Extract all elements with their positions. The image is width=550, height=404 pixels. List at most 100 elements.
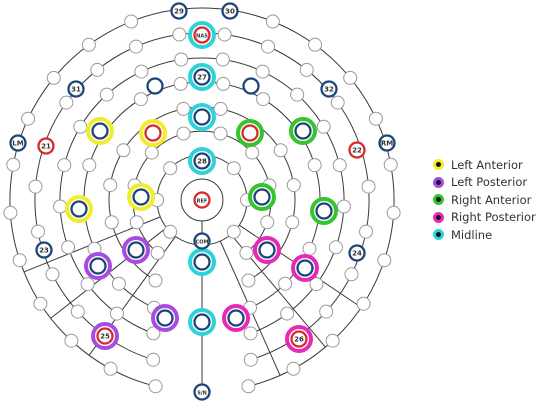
electrode-node — [64, 333, 79, 348]
electrode-ring — [132, 188, 150, 206]
electrode-node — [217, 27, 232, 42]
electrode-node — [61, 240, 76, 255]
electrode-node — [99, 87, 114, 102]
electrode-node — [261, 39, 275, 54]
electrode-node — [336, 199, 351, 214]
electrode-node — [193, 313, 211, 331]
electrode-29: 29 — [170, 2, 188, 20]
electrode-ring — [348, 244, 366, 262]
electrode-node — [124, 14, 139, 29]
legend-ring-icon — [433, 159, 444, 171]
electrode-node — [45, 267, 60, 282]
electrode-21: 21 — [37, 137, 55, 155]
electrode-node — [361, 179, 376, 194]
electrode-28: 28 — [193, 152, 211, 170]
legend-label: Right Posterior — [451, 210, 536, 225]
legend-ring-icon — [433, 229, 444, 241]
electrode-com: COM — [193, 232, 211, 250]
electrode-label: COM — [196, 240, 209, 246]
electrode-ring — [91, 122, 109, 140]
electrode-node — [213, 101, 228, 116]
electrode-node — [344, 267, 359, 282]
electrode-ring — [193, 68, 211, 86]
electrode-node — [144, 124, 162, 142]
electrode-node — [57, 158, 72, 173]
electrode-node — [103, 178, 118, 193]
electrode-ring — [37, 137, 55, 155]
electrode-node — [70, 200, 88, 218]
legend-item-midline: Midline — [433, 226, 550, 244]
electrode-32: 32 — [320, 80, 338, 98]
electrode-node — [172, 27, 187, 42]
electrode-label: 31 — [71, 86, 81, 94]
electrode-node — [383, 157, 398, 172]
electrode-27: 27 — [193, 68, 211, 86]
electrode-node — [294, 122, 312, 140]
electrode-node — [278, 276, 293, 291]
electrode-node — [59, 95, 74, 110]
electrode-node — [332, 158, 347, 173]
electrode-ring — [193, 191, 211, 209]
electrode-node — [129, 39, 143, 54]
electrode-node — [315, 202, 333, 220]
electrode-lm: LM — [9, 134, 27, 152]
electrode-label: REF — [197, 199, 208, 205]
electrode-node — [134, 64, 149, 79]
electrode-ring — [127, 241, 145, 259]
electrode-node — [226, 161, 241, 176]
electrode-ring — [35, 241, 53, 259]
electrode-label: 25 — [100, 333, 110, 341]
electrode-ring — [320, 80, 338, 98]
legend-item-left-anterior: Left Anterior — [433, 156, 550, 174]
head-arc — [9, 7, 395, 387]
electrode-ring — [193, 313, 211, 331]
electrode-node — [111, 276, 126, 291]
legend-ring-icon — [433, 176, 444, 188]
electrode-25: 25 — [96, 327, 114, 345]
legend-item-right-posterior: Right Posterior — [433, 209, 550, 227]
electrode-node — [53, 199, 68, 214]
electrode-24: 24 — [348, 244, 366, 262]
electrode-22: 22 — [348, 141, 366, 159]
electrode-node — [255, 64, 270, 79]
electrode-ring — [193, 232, 211, 250]
electrode-ring — [290, 330, 308, 348]
electrode-node — [90, 62, 105, 77]
electrode-ring — [258, 241, 276, 259]
electrode-node — [273, 143, 288, 158]
electrode-label: RM — [381, 140, 393, 148]
electrode-label: 26 — [294, 336, 304, 344]
electrode-label: 21 — [41, 143, 51, 151]
electrode-node — [325, 333, 340, 348]
electrode-node — [328, 240, 343, 255]
electrode-node — [227, 309, 245, 327]
electrode-node — [265, 14, 280, 29]
electrode-ring — [146, 77, 164, 95]
legend-ring-icon — [433, 211, 444, 223]
electrode-node — [193, 108, 211, 126]
electrode-node — [241, 124, 259, 142]
electrode-node — [150, 245, 165, 260]
electrode-ring — [221, 2, 239, 20]
electrode-node — [156, 309, 174, 327]
electrode-node — [70, 304, 85, 319]
electrode-label: 32 — [324, 86, 334, 94]
electrode-label: 29 — [174, 8, 184, 16]
electrode-label: NAS — [196, 34, 208, 40]
electrode-node — [242, 77, 260, 95]
electrode-node — [82, 158, 97, 173]
electrode-node — [319, 304, 334, 319]
electrode-nas: NAS — [193, 26, 211, 44]
electrode-node — [28, 179, 43, 194]
electrode-node — [174, 52, 189, 67]
electrode-node — [368, 111, 383, 126]
electrode-node — [46, 70, 61, 85]
electrode-ring — [227, 309, 245, 327]
electrode-node — [176, 126, 191, 141]
electrode-30: 30 — [221, 2, 239, 20]
electrode-node — [173, 76, 188, 91]
electrode-node — [316, 119, 331, 134]
electrode-node — [104, 215, 119, 230]
electrode-ring — [67, 80, 85, 98]
